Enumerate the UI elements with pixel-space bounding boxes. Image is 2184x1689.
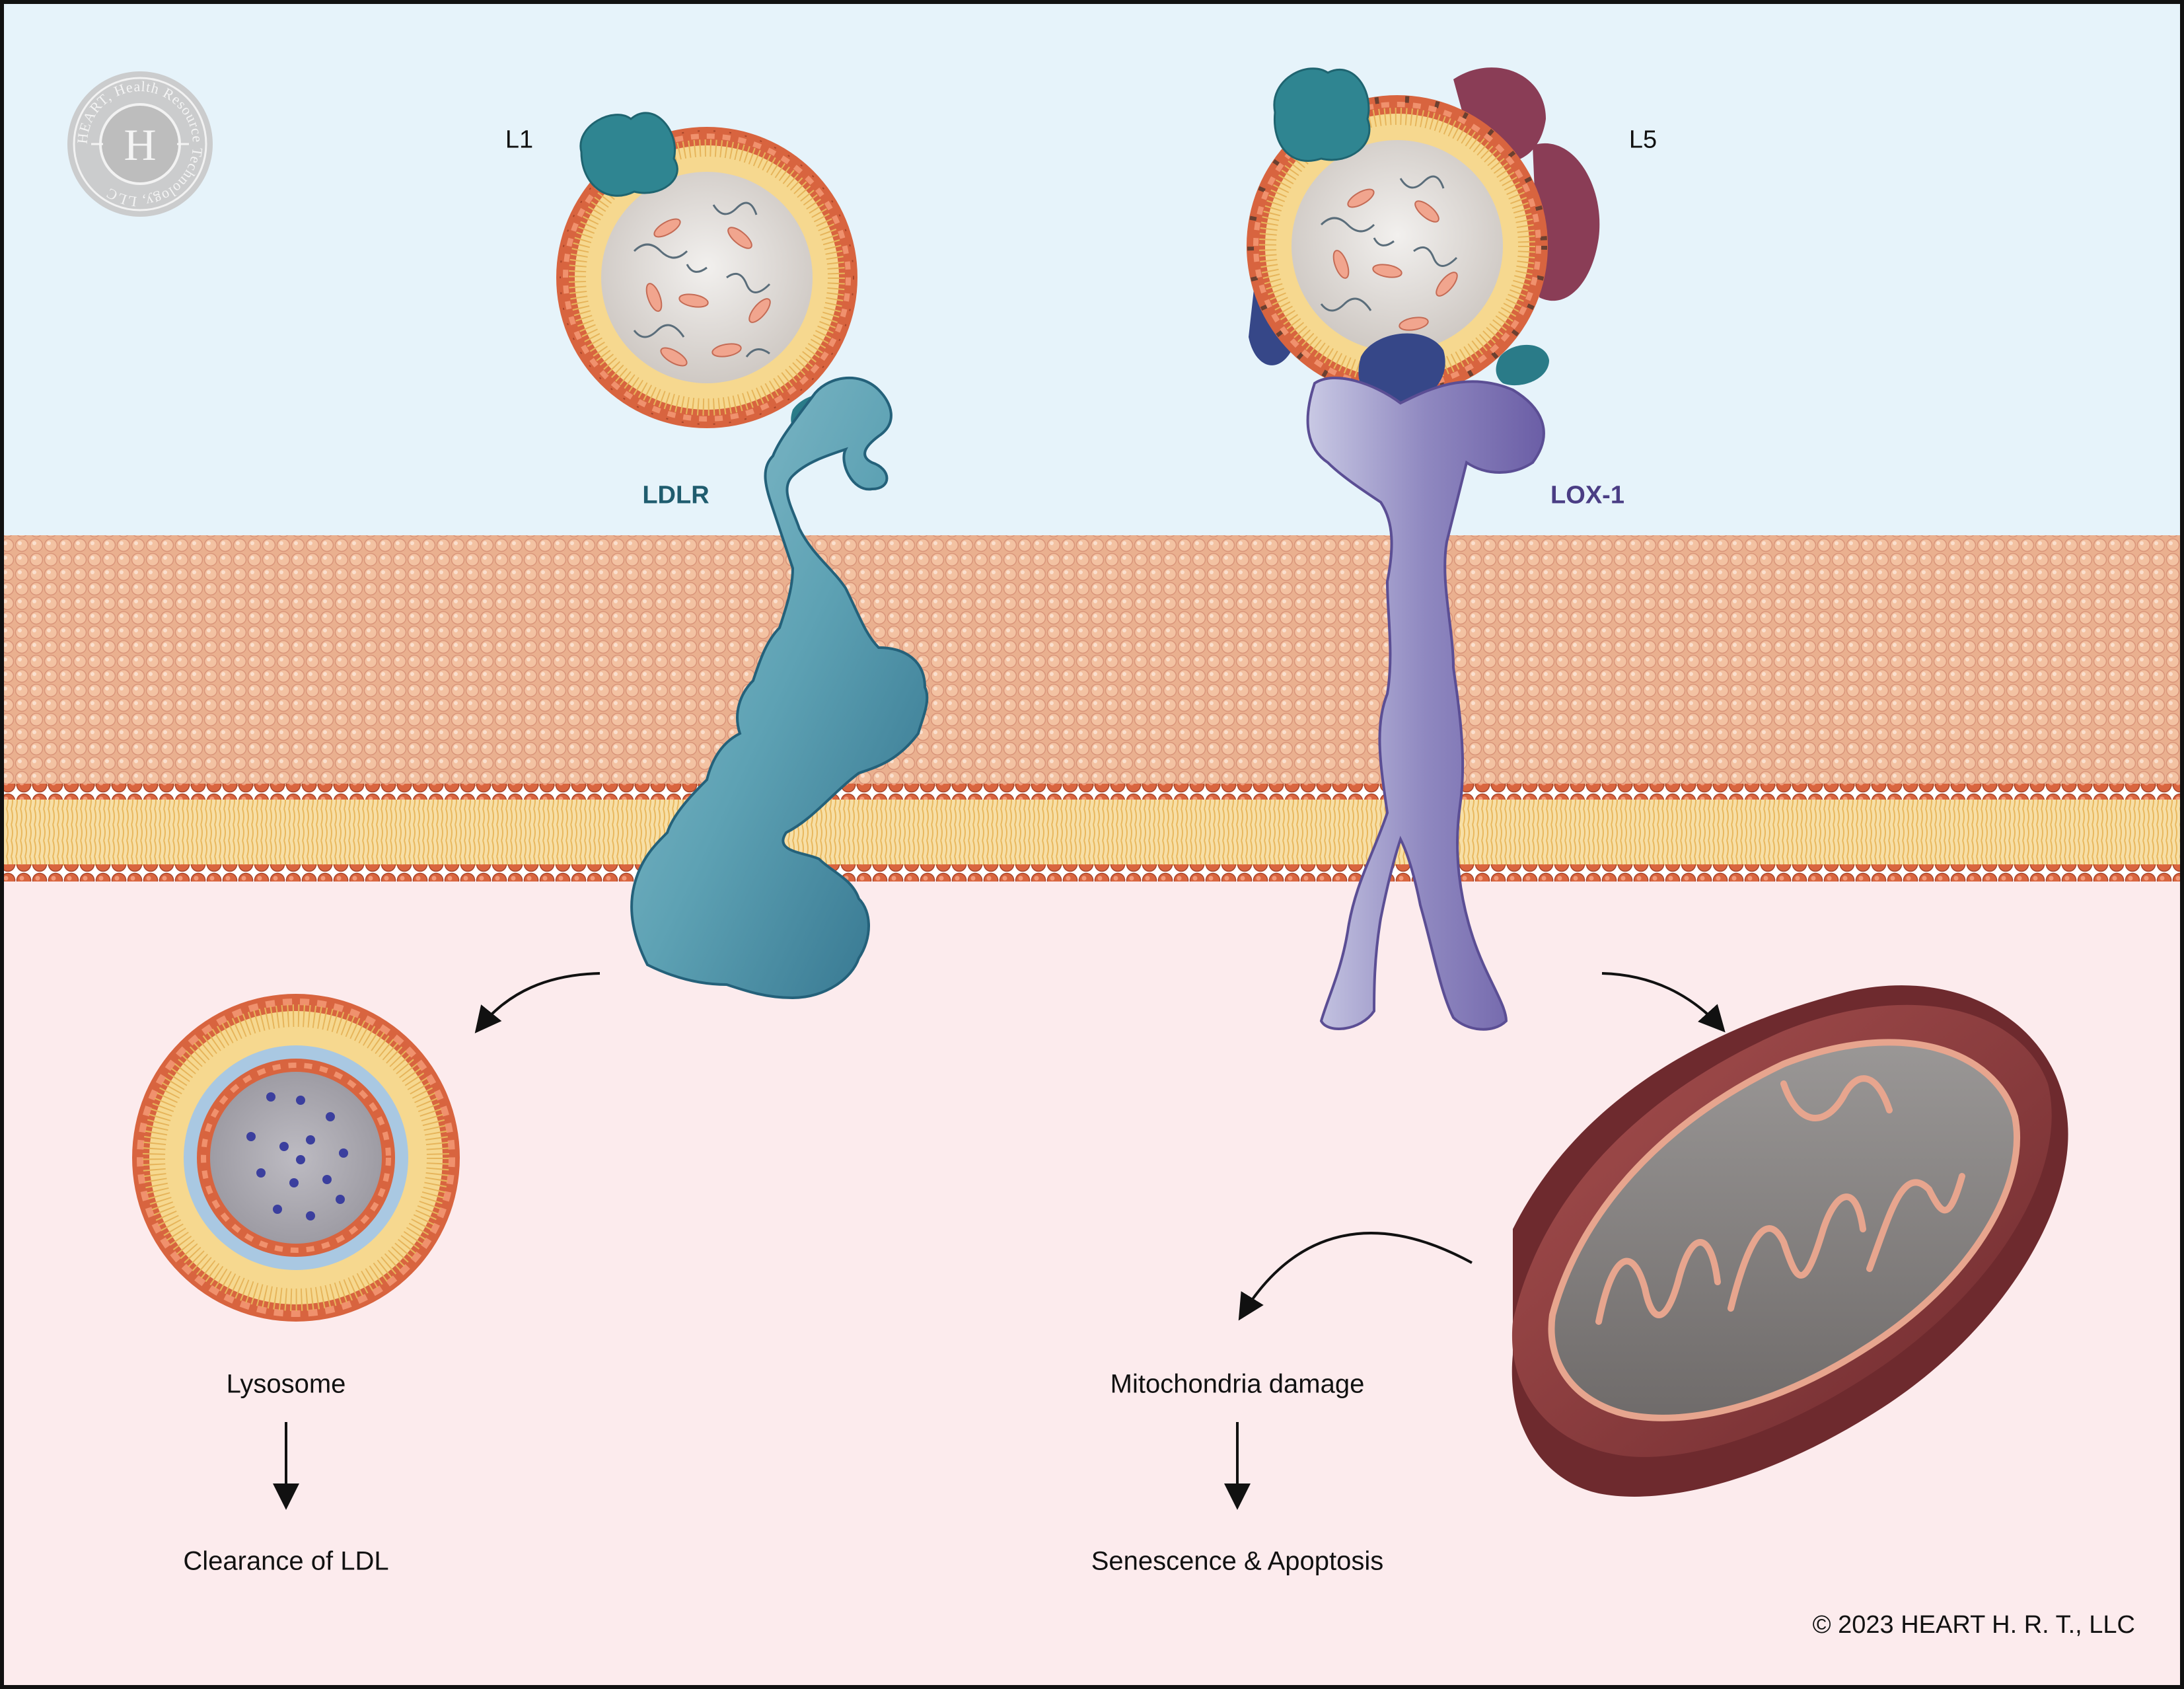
l1-label: L1 <box>505 126 534 154</box>
ldlr-label: LDLR <box>642 481 710 509</box>
arrow-icon <box>1238 1232 1473 1321</box>
extracellular-space <box>3 3 2181 535</box>
l5-label: L5 <box>1628 126 1657 154</box>
senescence-label: Senescence & Apoptosis <box>1091 1546 1384 1576</box>
apob-protein <box>579 112 678 197</box>
svg-text:H: H <box>124 120 156 170</box>
arrow-icon <box>1601 972 1726 1033</box>
clearance-label: Clearance of LDL <box>183 1546 389 1576</box>
arrow-icon <box>474 972 601 1033</box>
copyright-text: © 2023 HEART H. R. T., LLC <box>1812 1611 2135 1639</box>
lysosome-icon <box>132 994 460 1322</box>
bilayer-tails <box>3 800 2181 866</box>
bilayer-outer-heads <box>3 784 2181 801</box>
l5-particle <box>1247 67 1600 407</box>
membrane-surface <box>3 535 2181 786</box>
heart-seal-logo: HEART, Health Resource Technology, LLC H <box>67 71 213 217</box>
mitochondria-icon <box>1511 985 2068 1497</box>
bilayer-inner-heads <box>3 864 2181 882</box>
lox1-receptor <box>1306 377 1545 1031</box>
ldlr-receptor <box>630 376 929 1000</box>
mito-damage-label: Mitochondria damage <box>1110 1369 1365 1399</box>
lysosome-label: Lysosome <box>226 1369 346 1399</box>
apob-protein-l5 <box>1273 67 1371 162</box>
lox1-label: LOX-1 <box>1550 481 1624 509</box>
